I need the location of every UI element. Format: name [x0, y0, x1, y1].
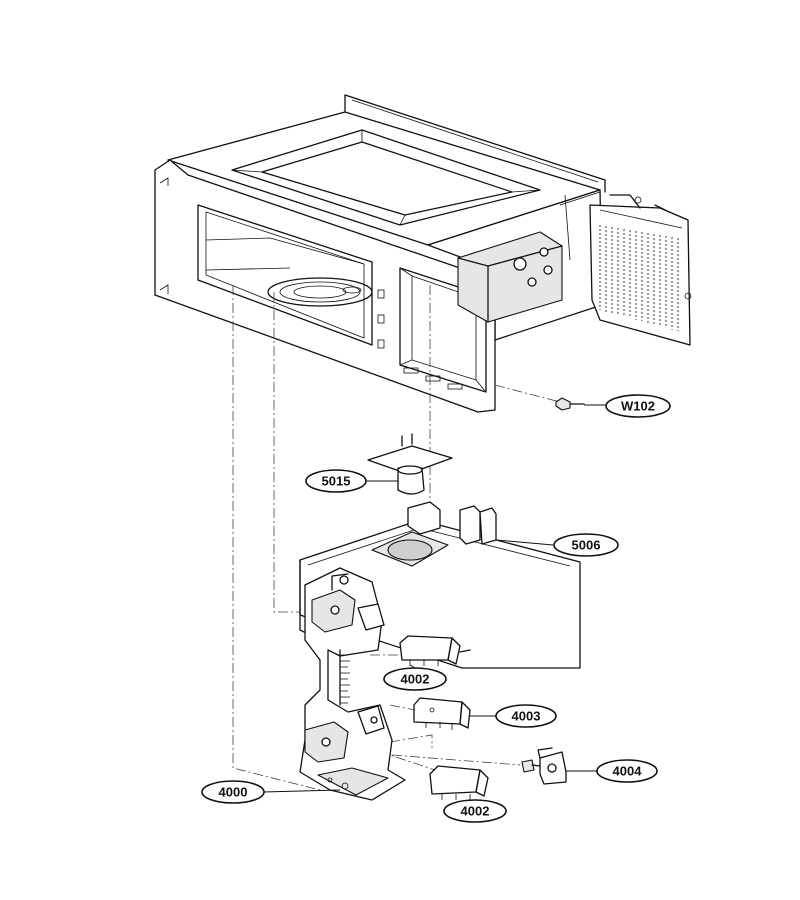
callout-label: W102 — [621, 399, 655, 414]
screw-w102 — [555, 397, 585, 411]
callout-label: 5006 — [572, 538, 601, 553]
lamp-5015 — [367, 433, 453, 495]
callout-label: 4003 — [512, 709, 541, 724]
callout-label: 5015 — [322, 474, 351, 489]
leader-lines — [262, 404, 607, 803]
alignment-lines — [232, 285, 561, 791]
callout-4000: 4000 — [201, 780, 265, 804]
callout-4002-lower: 4002 — [443, 799, 507, 823]
callout-5006: 5006 — [553, 533, 619, 557]
callout-5015: 5015 — [305, 469, 367, 493]
callout-4004: 4004 — [596, 759, 658, 783]
callout-label: 4002 — [461, 804, 490, 819]
latch-board-4000 — [299, 567, 406, 801]
callout-4003: 4003 — [495, 704, 557, 728]
microwave-cavity-assembly — [154, 94, 692, 413]
switch-4002-lower — [429, 765, 489, 800]
switch-4003 — [413, 697, 471, 730]
bracket-4004 — [521, 747, 567, 785]
callout-4002-upper: 4002 — [383, 667, 447, 691]
callout-label: 4004 — [613, 764, 643, 779]
callout-w102: W102 — [605, 394, 671, 418]
switch-4002-upper — [399, 635, 471, 666]
callout-label: 4002 — [401, 672, 430, 687]
callout-label: 4000 — [219, 785, 248, 800]
vent-holes — [599, 225, 679, 331]
